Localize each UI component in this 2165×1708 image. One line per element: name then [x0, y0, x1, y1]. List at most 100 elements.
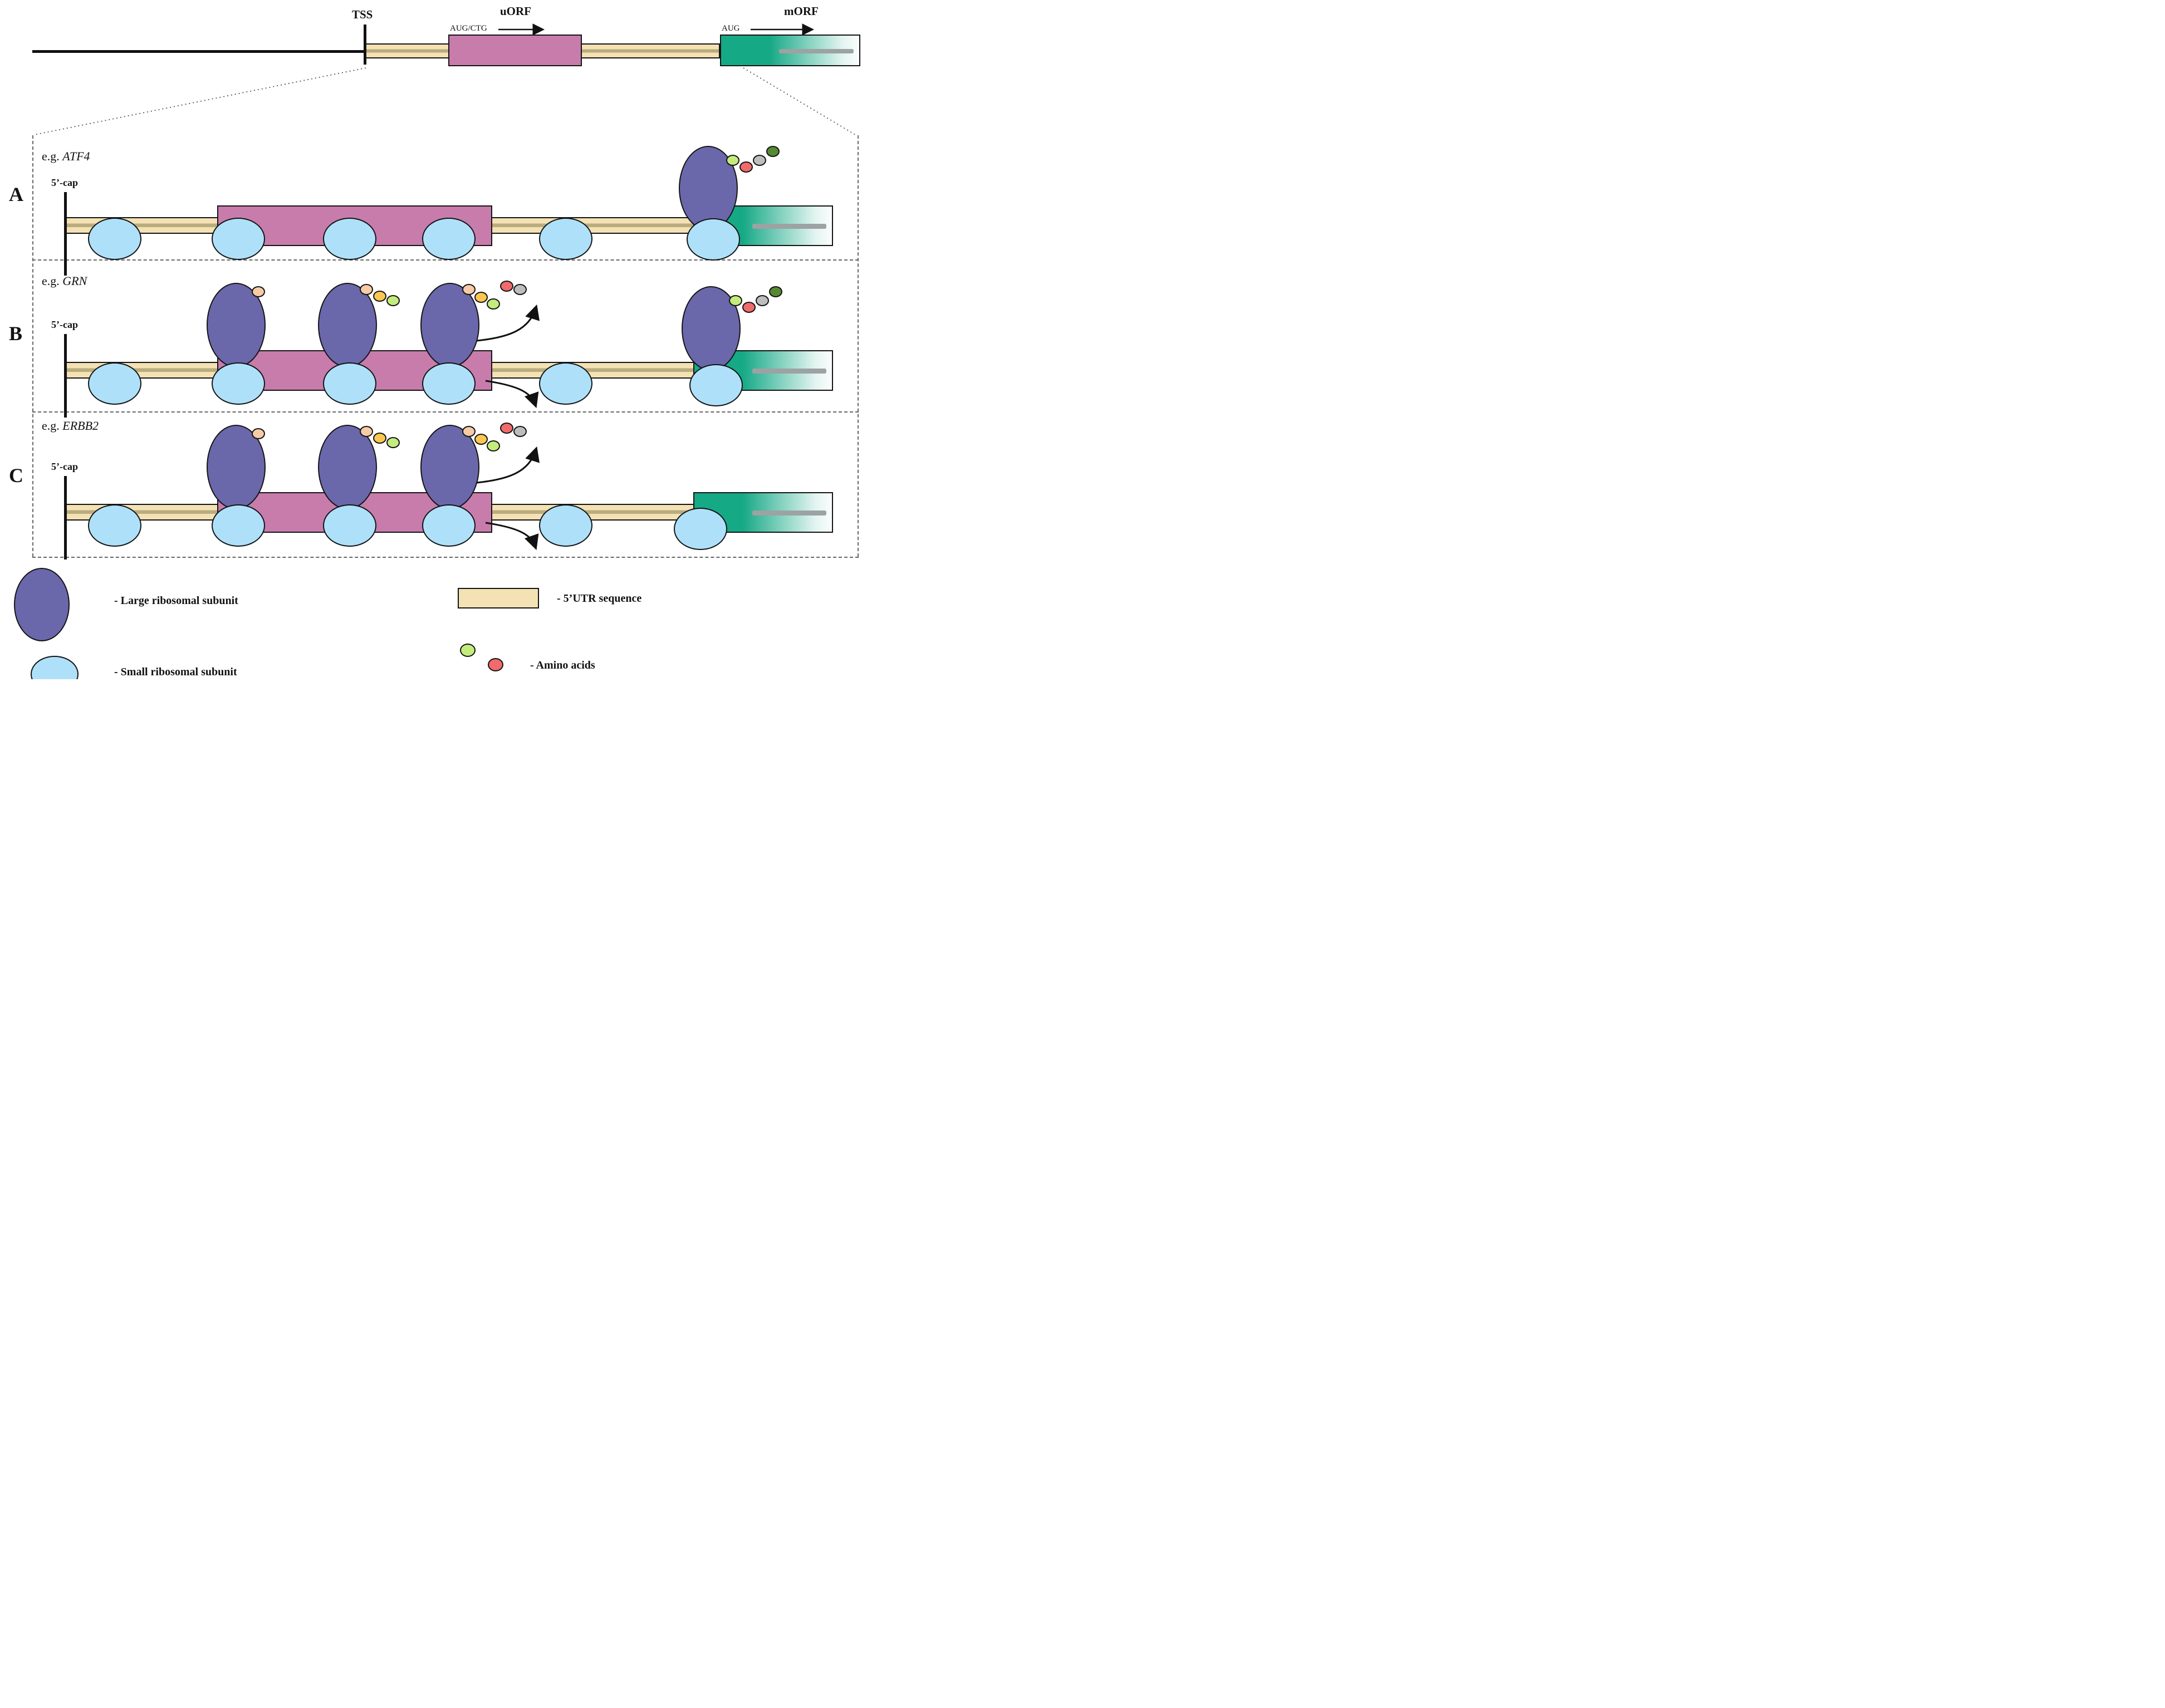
amino-acid-lightgreen [487, 440, 500, 451]
small-ribosomal-subunit [88, 362, 141, 405]
zoom-guide-left [34, 67, 366, 135]
morf-inner-stripe [779, 49, 854, 53]
morf-inner-stripe [752, 369, 827, 374]
morf-inner-stripe [752, 224, 827, 229]
panel-a-example-label: e.g. ATF4 [42, 149, 90, 164]
zoom-box-left-border [32, 135, 33, 557]
panel-b-cap-tick [64, 334, 67, 418]
amino-acid-gray [753, 155, 766, 166]
large-ribosomal-subunit [318, 283, 377, 367]
morf-title: mORF [784, 4, 819, 18]
amino-acid-orange [474, 292, 488, 303]
uorf-translation-figure: TSS AUG/CTG uORF AUG mORF A B C e.g. ATF… [0, 0, 866, 679]
genomic-dna-line [32, 50, 366, 53]
panel-b-gene-name: GRN [62, 274, 87, 288]
amino-acid-lightgreen [726, 155, 739, 166]
amino-acid-peach [462, 284, 476, 295]
amino-acid-orange [373, 291, 386, 302]
zoom-box-right-border [858, 135, 859, 557]
panel-a-b-separator [32, 259, 859, 261]
panel-b-peptide-release-arrow [476, 304, 540, 342]
top-uorf-box [448, 35, 582, 66]
panel-c-ribosome-release-arrow [485, 522, 539, 551]
amino-acid-gray [756, 295, 769, 306]
uorf-start-codon-label: AUG/CTG [450, 24, 487, 33]
zoom-box-bottom-border [32, 557, 859, 558]
amino-acid-gray [513, 284, 527, 295]
small-ribosomal-subunit [422, 362, 476, 405]
panel-c-cap-tick [64, 476, 67, 559]
legend-small-subunit-label: - Small ribosomal subunit [114, 666, 237, 678]
legend-utr-swatch [458, 588, 539, 608]
small-ribosomal-subunit [689, 364, 743, 406]
panel-a-gene-name: ATF4 [62, 149, 90, 163]
panel-b-c-separator [32, 411, 859, 413]
legend-amino-acid-lightgreen [460, 644, 476, 657]
amino-acid-peach [360, 284, 373, 295]
morf-start-codon-label: AUG [722, 24, 740, 33]
amino-acid-peach [462, 426, 476, 437]
panel-b-ribosome-release-arrow [485, 380, 539, 409]
amino-acid-lightgreen [487, 298, 500, 310]
small-ribosomal-subunit [212, 218, 265, 260]
amino-acid-darkgreen [766, 146, 780, 157]
amino-acid-orange [373, 433, 386, 444]
panel-b-example-prefix: e.g. [42, 274, 63, 288]
zoom-guide-right [743, 67, 856, 135]
panel-c-cap-label: 5’-cap [51, 461, 78, 472]
panel-c-peptide-release-arrow [476, 446, 540, 484]
small-ribosomal-subunit [687, 218, 740, 261]
amino-acid-peach [360, 426, 373, 437]
small-ribosomal-subunit [674, 508, 727, 550]
small-ribosomal-subunit [422, 504, 476, 547]
amino-acid-red [742, 302, 756, 313]
amino-acid-orange [474, 434, 488, 445]
morf-inner-stripe [752, 511, 827, 516]
legend-large-subunit-label: - Large ribosomal subunit [114, 595, 238, 607]
small-ribosomal-subunit [323, 504, 376, 547]
tss-tick [364, 24, 366, 65]
amino-acid-lightgreen [386, 437, 400, 448]
legend-large-ribosomal-subunit [14, 568, 70, 641]
amino-acid-red [500, 423, 513, 434]
panel-c-example-prefix: e.g. [42, 419, 63, 433]
amino-acid-red [739, 161, 753, 173]
small-ribosomal-subunit [212, 504, 265, 547]
large-ribosomal-subunit [318, 425, 377, 509]
amino-acid-red [500, 281, 513, 292]
small-ribosomal-subunit [422, 218, 476, 260]
panel-a-cap-tick [64, 192, 67, 276]
panel-c-example-label: e.g. ERBB2 [42, 419, 99, 433]
legend-utr-label: - 5’UTR sequence [557, 592, 642, 605]
panel-a-letter: A [9, 183, 23, 205]
amino-acid-peach [252, 428, 265, 439]
top-morf-box [720, 35, 860, 66]
legend-amino-acids-label: - Amino acids [530, 659, 595, 671]
small-ribosomal-subunit [539, 362, 592, 405]
large-ribosomal-subunit [420, 425, 479, 509]
panel-c-gene-name: ERBB2 [62, 419, 99, 433]
legend-small-ribosomal-subunit [31, 656, 79, 679]
legend-amino-acid-red [488, 658, 503, 671]
panel-b-letter: B [9, 322, 23, 345]
amino-acid-gray [513, 426, 527, 437]
small-ribosomal-subunit [88, 504, 141, 547]
uorf-title: uORF [500, 4, 532, 18]
amino-acid-lightgreen [386, 295, 400, 306]
small-ribosomal-subunit [88, 218, 141, 260]
panel-b-example-label: e.g. GRN [42, 274, 87, 288]
small-ribosomal-subunit [323, 218, 376, 260]
small-ribosomal-subunit [212, 362, 265, 405]
amino-acid-lightgreen [729, 295, 742, 306]
panel-b-cap-label: 5’-cap [51, 319, 78, 330]
large-ribosomal-subunit [420, 283, 479, 367]
amino-acid-peach [252, 286, 265, 297]
panel-c-letter: C [9, 464, 23, 487]
panel-a-cap-label: 5’-cap [51, 177, 78, 188]
amino-acid-darkgreen [769, 286, 782, 297]
small-ribosomal-subunit [323, 362, 376, 405]
panel-a-example-prefix: e.g. [42, 149, 63, 163]
small-ribosomal-subunit [539, 504, 592, 547]
small-ribosomal-subunit [539, 218, 592, 260]
tss-label: TSS [352, 8, 373, 21]
